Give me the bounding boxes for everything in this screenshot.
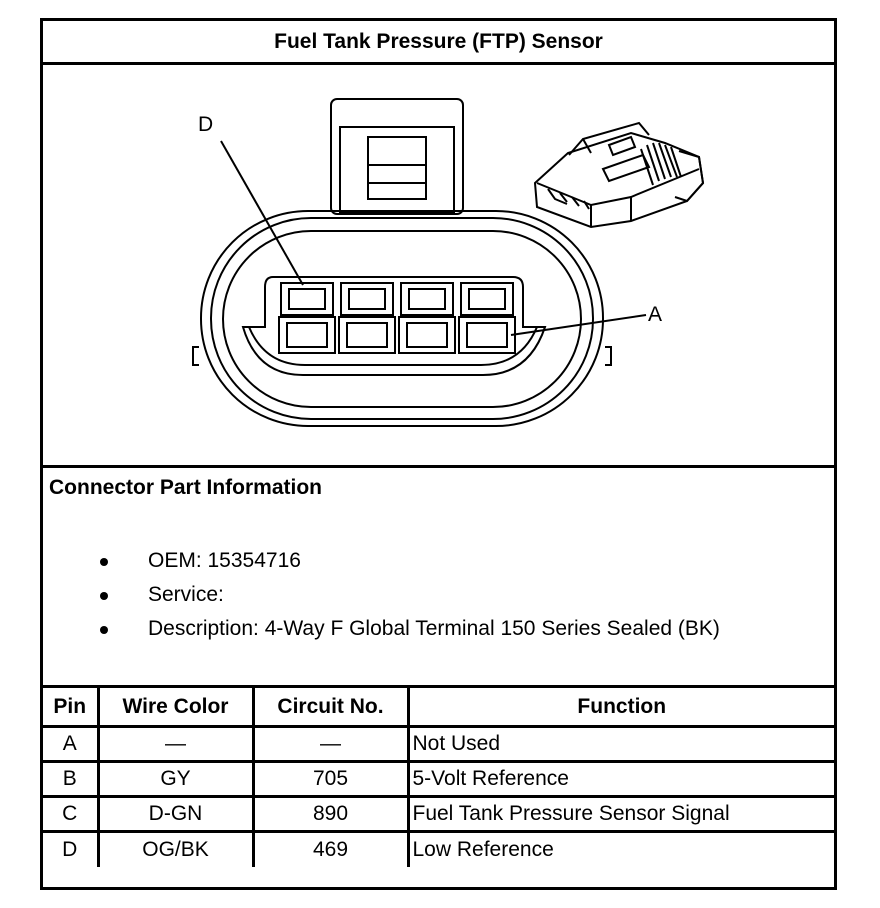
- info-item-text: OEM: 15354716: [148, 549, 301, 572]
- connector-face-drawing: D A: [192, 98, 705, 427]
- cell-function: Low Reference: [406, 830, 834, 867]
- table-row: B GY 705 5-Volt Reference: [43, 760, 834, 798]
- cell-wire-color: GY: [96, 760, 255, 798]
- cell-pin: B: [43, 760, 100, 798]
- pin-d-leader: [220, 140, 304, 286]
- table-row: C D-GN 890 Fuel Tank Pressure Sensor Sig…: [43, 795, 834, 833]
- table-row: A — — Not Used: [43, 725, 834, 763]
- cell-circuit: 469: [251, 830, 410, 867]
- cell-pin: C: [43, 795, 100, 833]
- housing-outer: [200, 210, 604, 427]
- lock-tab: [330, 98, 464, 215]
- connector-diagram: D A: [43, 65, 834, 468]
- header-circuit-no: Circuit No.: [251, 685, 410, 728]
- cell-wire-color: —: [96, 725, 255, 763]
- table-row: D OG/BK 469 Low Reference: [43, 830, 834, 867]
- cell-circuit: 705: [251, 760, 410, 798]
- header-pin: Pin: [43, 685, 100, 728]
- terminal-cavity: [241, 276, 547, 376]
- terminal-row-lower: [278, 316, 516, 354]
- connector-document: Fuel Tank Pressure (FTP) Sensor: [40, 18, 837, 890]
- connector-3d-thumbnail: [533, 121, 705, 229]
- bullet-icon: [100, 558, 108, 566]
- pin-a-leader: [510, 314, 647, 336]
- bullet-icon: [100, 592, 108, 600]
- pin-d-label: D: [198, 113, 213, 136]
- connector-part-info: Connector Part Information OEM: 15354716…: [43, 468, 834, 688]
- cell-function: Fuel Tank Pressure Sensor Signal: [406, 795, 834, 833]
- table-header-row: Pin Wire Color Circuit No. Function: [43, 685, 834, 728]
- header-wire-color: Wire Color: [96, 685, 255, 728]
- cell-pin: A: [43, 725, 100, 763]
- header-function: Function: [406, 685, 834, 728]
- info-item-text: Service:: [148, 583, 224, 606]
- cell-function: Not Used: [406, 725, 834, 763]
- cell-pin: D: [43, 830, 100, 867]
- cell-wire-color: D-GN: [96, 795, 255, 833]
- cell-function: 5-Volt Reference: [406, 760, 834, 798]
- pin-function-table: Pin Wire Color Circuit No. Function A — …: [43, 685, 834, 867]
- bullet-icon: [100, 626, 108, 634]
- info-item-text: Description: 4-Way F Global Terminal 150…: [148, 617, 720, 640]
- cell-wire-color: OG/BK: [96, 830, 255, 867]
- terminal-row-upper: [280, 282, 514, 316]
- connector-info-heading: Connector Part Information: [49, 476, 323, 499]
- document-title: Fuel Tank Pressure (FTP) Sensor: [43, 21, 834, 65]
- cell-circuit: —: [251, 725, 410, 763]
- cell-circuit: 890: [251, 795, 410, 833]
- pin-a-label: A: [648, 303, 662, 326]
